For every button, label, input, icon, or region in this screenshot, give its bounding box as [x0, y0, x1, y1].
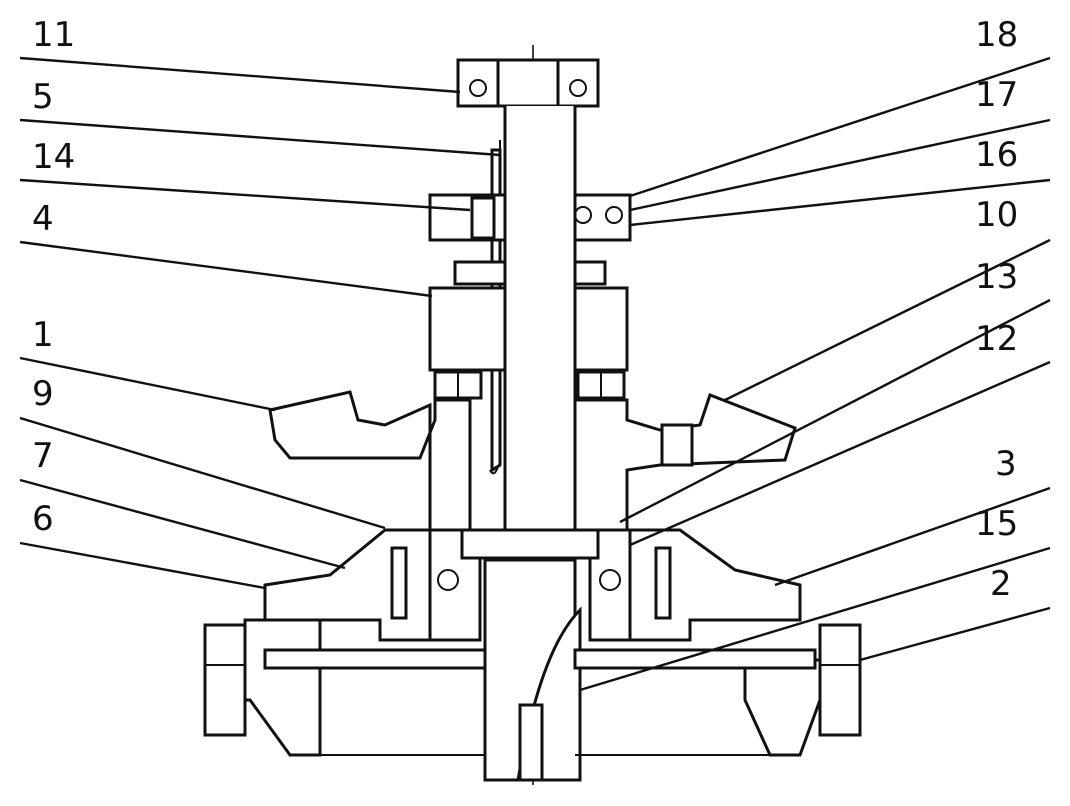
callout-9: 9 [32, 374, 54, 414]
base-flange [203, 618, 862, 757]
callout-2: 2 [990, 564, 1012, 604]
upper-collar [428, 193, 632, 286]
leader-15 [579, 546, 1051, 692]
callout-4: 4 [32, 199, 54, 239]
leader-1 [19, 356, 276, 412]
leader-16 [629, 178, 1051, 227]
hub-sleeve [428, 286, 629, 400]
leader-14 [19, 178, 471, 212]
leader-11 [19, 56, 461, 94]
callout-12: 12 [975, 319, 1018, 359]
top-bearing-assembly [456, 58, 600, 137]
leader-10 [724, 238, 1051, 402]
leader-3 [774, 486, 1051, 587]
callout-7: 7 [32, 436, 54, 476]
callout-14: 14 [32, 137, 75, 177]
callout-18: 18 [975, 15, 1018, 55]
callout-15: 15 [975, 504, 1018, 544]
left-callouts: 11 5 14 4 1 9 7 6 [19, 15, 501, 590]
leader-5 [19, 118, 501, 157]
leader-9 [19, 416, 386, 530]
callout-6: 6 [32, 499, 54, 539]
callout-16: 16 [975, 135, 1018, 175]
leader-12 [629, 360, 1051, 547]
callout-11: 11 [32, 15, 75, 55]
callout-3: 3 [995, 444, 1017, 484]
leader-6 [19, 541, 266, 590]
callout-17: 17 [975, 75, 1018, 115]
leader-13 [619, 298, 1051, 524]
leader-18 [629, 56, 1051, 198]
lower-shaft [483, 558, 582, 782]
callout-5: 5 [32, 77, 54, 117]
callout-1: 1 [32, 315, 54, 355]
callout-10: 10 [975, 195, 1018, 235]
leader-4 [19, 240, 433, 298]
leader-7 [19, 478, 346, 570]
bearing-housing [263, 528, 802, 642]
leader-2 [859, 606, 1051, 662]
right-callouts: 18 17 16 10 13 12 3 15 2 [579, 15, 1051, 692]
callout-13: 13 [975, 257, 1018, 297]
leader-17 [629, 118, 1051, 212]
bevel-gear [268, 390, 797, 532]
